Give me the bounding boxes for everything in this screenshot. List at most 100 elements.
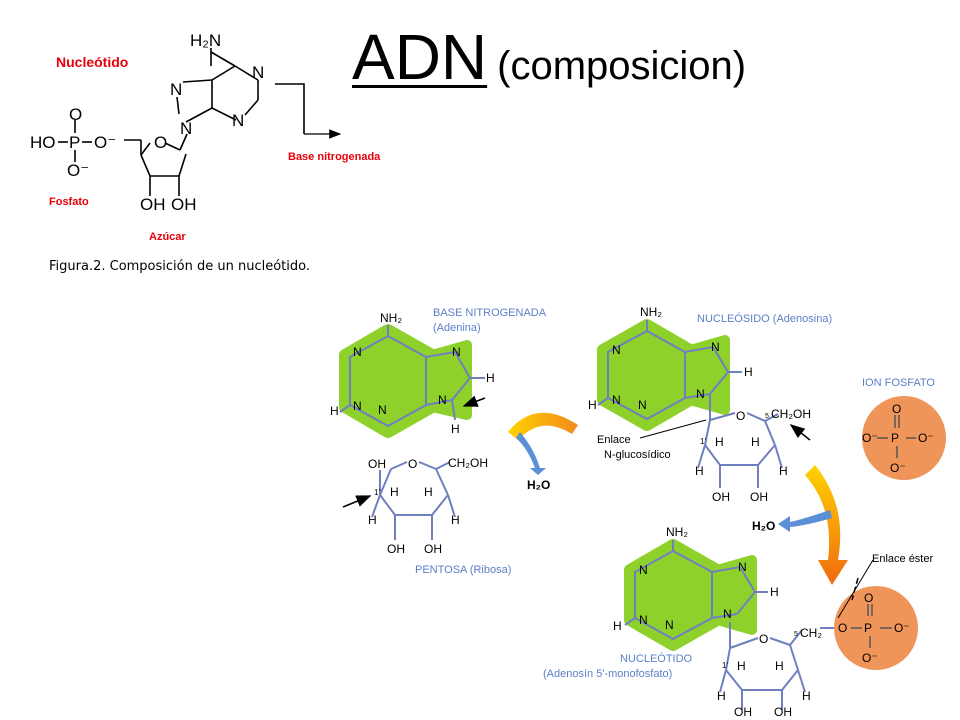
reaction-arrow-2: H₂O xyxy=(752,465,848,585)
atom-oh: OH xyxy=(171,195,197,214)
atom-h: H xyxy=(775,659,784,673)
atom-nh2: NH₂ xyxy=(640,305,662,319)
atom-p: P xyxy=(891,431,899,445)
atom-nh2: NH₂ xyxy=(380,311,402,325)
atom-o: O xyxy=(154,133,167,152)
atom-p: P xyxy=(864,621,872,635)
atom-h: H xyxy=(330,404,339,418)
atom-h: H xyxy=(424,485,433,499)
atom-n: N xyxy=(378,403,387,417)
five-label: 5 xyxy=(765,413,769,420)
atom-n: N xyxy=(639,613,648,627)
atom-o-minus: O⁻ xyxy=(862,431,878,445)
atom-n: N xyxy=(711,340,720,354)
atom-n: N xyxy=(696,387,705,401)
atom-nh2: NH₂ xyxy=(666,525,688,539)
label-nucleosido: NUCLEÓSIDO (Adenosina) xyxy=(697,312,832,325)
atom-h: H xyxy=(451,422,460,436)
atom-n: N xyxy=(438,393,447,407)
ribose-pentose: OH O CH₂OH 1' H H H H OH OH PENTOSA (Rib… xyxy=(342,456,511,576)
label-enlace: Enlace xyxy=(597,434,631,446)
reaction-arrow-1: H₂O xyxy=(508,412,578,492)
atom-h: H xyxy=(588,398,597,412)
atom-h: H xyxy=(390,485,399,499)
atom-n: N xyxy=(232,111,244,130)
phosphate-circle xyxy=(834,586,918,670)
atom-o-minus: O⁻ xyxy=(894,621,910,635)
label-adenina: (Adenina) xyxy=(433,322,481,334)
atom-oh: OH xyxy=(140,195,166,214)
water-label: H₂O xyxy=(752,519,775,533)
atom-oh: OH xyxy=(734,705,752,719)
figure-caption: Figura.2. Composición de un nucleótido. xyxy=(49,259,310,274)
label-azucar: Azúcar xyxy=(149,231,186,243)
label-fosfato: Fosfato xyxy=(49,196,89,208)
atom-h: H xyxy=(715,435,724,449)
nucleoside-adenosine: NH₂ N N N N N H H O 5 CH₂OH 1' H H H H O… xyxy=(588,305,832,504)
phosphate-ion: ION FOSFATO O P O⁻ O⁻ O⁻ xyxy=(862,377,946,480)
atom-h2n: H₂N xyxy=(190,31,221,50)
atom-n: N xyxy=(452,345,461,359)
adenine-base: NH₂ N N N N N H H H BASE NITROGENADA (Ad… xyxy=(330,307,547,438)
atom-o: O xyxy=(892,402,901,416)
prime-1: 1' xyxy=(700,437,706,446)
prime-1: 1' xyxy=(722,661,728,670)
atom-oh: OH xyxy=(387,542,405,556)
atom-n: N xyxy=(353,399,362,413)
page-title: ADN(composicion) xyxy=(352,20,746,94)
atom-h: H xyxy=(368,513,377,527)
atom-h: H xyxy=(717,689,726,703)
atom-h: H xyxy=(779,464,788,478)
atom-n: N xyxy=(612,393,621,407)
atom-o-minus: O⁻ xyxy=(890,461,906,475)
label-base-nitrogenada-2: BASE NITROGENADA xyxy=(433,307,547,319)
atom-n: N xyxy=(638,398,647,412)
atom-o-minus: O⁻ xyxy=(94,133,116,152)
fig1-bonds xyxy=(58,48,305,196)
atom-oh: OH xyxy=(750,490,768,504)
atom-h: H xyxy=(751,435,760,449)
atom-ch2oh: CH₂OH xyxy=(771,407,811,421)
atom-o: O xyxy=(838,621,847,635)
atom-o: O xyxy=(864,591,873,605)
atom-n: N xyxy=(639,563,648,577)
label-base-nitrogenada: Base nitrogenada xyxy=(288,151,381,163)
atom-o-minus: O⁻ xyxy=(67,161,89,180)
nucleotide-amp: NH₂ N N N N N H H O 5 CH₂ 1' H H H H OH … xyxy=(543,525,933,719)
atom-n: N xyxy=(170,80,182,99)
prime-1: 1' xyxy=(374,488,380,497)
atom-h: H xyxy=(451,513,460,527)
atom-ch2oh: CH₂OH xyxy=(448,456,488,470)
label-nucleotido-2: NUCLEÓTIDO xyxy=(620,652,693,665)
atom-h: H xyxy=(744,365,753,379)
figure1-nucleotide: H₂N N N N N O O HO P O⁻ O⁻ OH OH Nucleót… xyxy=(30,31,381,243)
atom-ch2: CH₂ xyxy=(800,626,822,640)
atom-h: H xyxy=(802,689,811,703)
atom-h: H xyxy=(486,371,495,385)
atom-h: H xyxy=(737,659,746,673)
atom-n: N xyxy=(738,560,747,574)
atom-n: N xyxy=(353,345,362,359)
atom-oh: OH xyxy=(368,457,386,471)
atom-p: P xyxy=(69,133,80,152)
water-label: H₂O xyxy=(527,478,550,492)
title-main: ADN xyxy=(352,21,488,93)
atom-oh: OH xyxy=(424,542,442,556)
atom-h: H xyxy=(770,585,779,599)
atom-o: O xyxy=(759,632,768,646)
atom-o: O xyxy=(736,409,745,423)
atom-o-minus: O⁻ xyxy=(862,651,878,665)
atom-o-minus: O⁻ xyxy=(918,431,934,445)
label-pentosa: PENTOSA (Ribosa) xyxy=(415,564,511,576)
atom-o: O xyxy=(408,457,417,471)
atom-h: H xyxy=(695,464,704,478)
atom-h: H xyxy=(613,619,622,633)
label-enlace-ester: Enlace éster xyxy=(872,553,933,565)
label-adenosin-monofosfato: (Adenosín 5'-monofosfato) xyxy=(543,668,672,680)
atom-n: N xyxy=(252,63,264,82)
label-ion-fosfato: ION FOSFATO xyxy=(862,377,935,389)
label-n-glucosidico: N-glucosídico xyxy=(604,449,671,461)
atom-n: N xyxy=(723,607,732,621)
title-sub: (composicion) xyxy=(497,44,747,88)
